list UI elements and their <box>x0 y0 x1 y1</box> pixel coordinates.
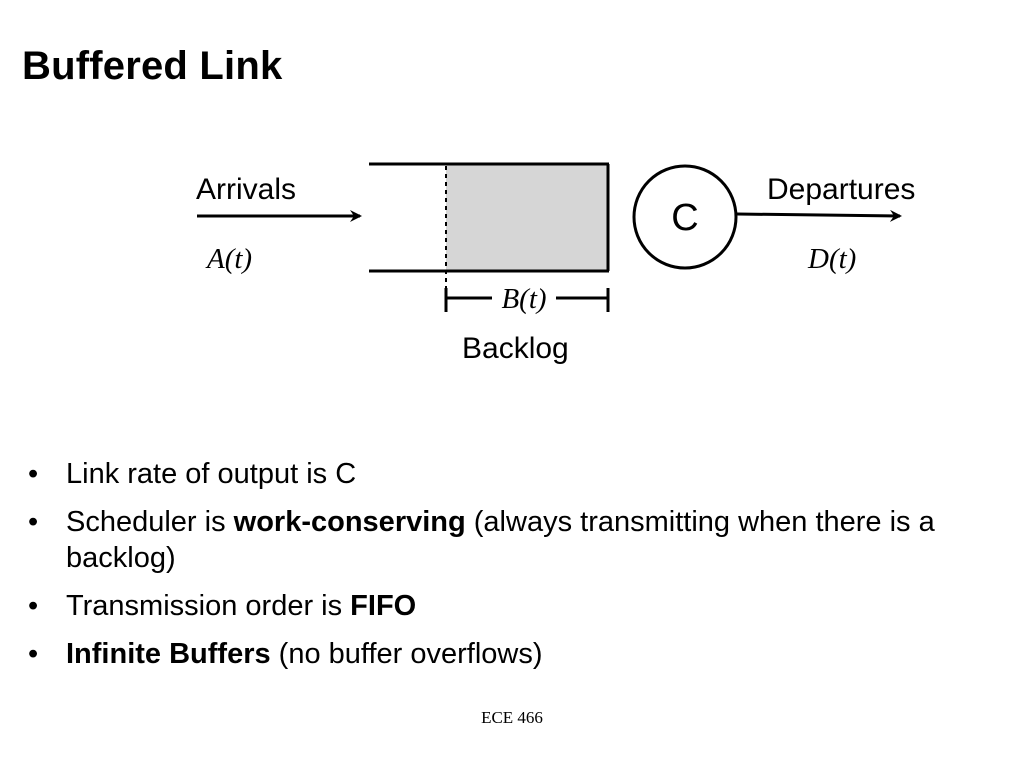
bullet-item-transmission-order: • Transmission order is FIFO <box>28 588 988 624</box>
bullet-text: Transmission order is <box>66 590 351 622</box>
bullet-item-infinite-buffers: • Infinite Buffers (no buffer overflows) <box>28 636 988 672</box>
bullet-dot: • <box>28 638 39 670</box>
backlog-function: B(t) <box>501 283 546 315</box>
server-circle <box>632 164 738 270</box>
departures-function: D(t) <box>807 243 856 275</box>
server-label: C <box>671 197 698 239</box>
bullet-item-link-rate: • Link rate of output is C <box>28 456 988 492</box>
bullet-dot: • <box>28 458 39 490</box>
departures-arrow <box>736 209 902 222</box>
bullet-text: Scheduler is <box>66 506 234 538</box>
buffer-backlog-fill <box>446 164 608 271</box>
bullet-dot: • <box>28 590 39 622</box>
bullet-dot: • <box>28 506 39 538</box>
bullet-emphasis: Infinite Buffers <box>66 638 271 670</box>
slide-footer: ECE 466 <box>481 708 543 727</box>
backlog-label: Backlog <box>462 332 569 365</box>
bullet-item-scheduler: • Scheduler is work-conserving (always t… <box>28 504 988 576</box>
buffered-link-diagram: Arrivals A(t) C Departures D(t) B(t) Bac… <box>196 162 915 365</box>
bullet-emphasis: work-conserving <box>233 506 466 538</box>
bullet-emphasis: FIFO <box>350 590 417 622</box>
arrivals-function: A(t) <box>205 243 252 275</box>
bullet-text-tail: (always transmitting when there is a bac… <box>66 506 935 574</box>
bullet-list: • Link rate of output is C • Scheduler i… <box>28 456 988 684</box>
departures-label: Departures <box>767 173 915 206</box>
arrivals-label: Arrivals <box>196 173 296 206</box>
bullet-text: Link rate of output is C <box>66 458 357 490</box>
slide-title: Buffered Link <box>22 44 283 88</box>
bullet-text-tail: (no buffer overflows) <box>270 638 543 670</box>
